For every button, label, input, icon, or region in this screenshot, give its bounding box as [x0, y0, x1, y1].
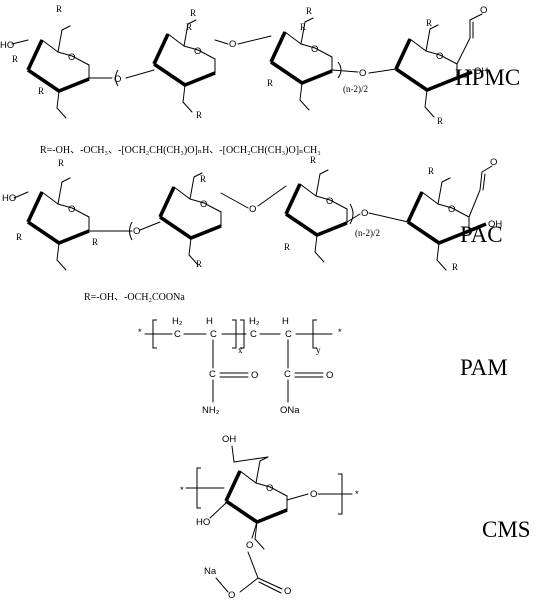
pac-structure: O O O O O O O (n-2)/2 HO O OH R R R R R …: [2, 155, 503, 303]
substituent-r: R: [437, 116, 443, 126]
sodium-counterion: Na: [204, 566, 217, 577]
ring-oxygen: O: [311, 44, 318, 55]
carbonyl-oxygen: O: [251, 370, 258, 381]
pac-substituent-definition: R=-OH、-OCH₂COONa: [84, 292, 185, 303]
repeat-index: (n-2)/2: [355, 228, 380, 238]
substituent-r: R: [186, 22, 192, 32]
carbon-atom: C: [210, 329, 217, 340]
cms-structure: O * O * OH HO O O O Na CMS: [180, 434, 531, 601]
substituent-r: R: [16, 232, 22, 242]
ring-oxygen: O: [448, 204, 455, 215]
end-star: *: [180, 485, 184, 496]
substituent-r: R: [267, 78, 273, 88]
glycosidic-oxygen: O: [361, 208, 368, 219]
methylene-hydrogen: H₂: [172, 316, 183, 327]
end-hydroxyl: HO: [0, 40, 14, 51]
substituent-r: R: [190, 8, 196, 18]
hpmc-structure: O O O O O O O (n-2)/2 HO O OH R R R R R …: [0, 4, 520, 156]
substituent-r: R: [306, 6, 312, 16]
carboxylate-oxygen: O: [228, 590, 235, 601]
carbon-atom: C: [284, 369, 291, 380]
ring-oxygen: O: [68, 52, 75, 63]
repeat-index: (n-2)/2: [343, 84, 368, 94]
methine-hydrogen: H: [206, 316, 213, 327]
carbon-atom: C: [285, 329, 292, 340]
end-hydroxyl: HO: [2, 193, 16, 204]
secondary-hydroxyl: HO: [196, 517, 210, 528]
ether-oxygen: O: [246, 540, 253, 551]
pam-structure: * * x y H₂ C H₂ C H C H C C O NH₂ C: [138, 316, 508, 416]
substituent-r: R: [300, 22, 306, 32]
methine-hydrogen: H: [282, 316, 289, 327]
glycosidic-oxygen: O: [114, 74, 121, 85]
substituent-r: R: [56, 4, 62, 14]
amide-group: NH₂: [202, 405, 220, 416]
ring-oxygen: O: [68, 204, 75, 215]
ring-oxygen: O: [436, 51, 443, 62]
methylene-hydrogen: H₂: [249, 316, 260, 327]
substituent-r: R: [196, 110, 202, 120]
substituent-r: R: [452, 262, 458, 272]
carbon-atom: C: [250, 329, 257, 340]
polymer-name-pac: PAC: [460, 222, 503, 247]
ring-oxygen: O: [266, 483, 273, 494]
glycosidic-oxygen: O: [310, 489, 317, 500]
carbon-atom: C: [209, 369, 216, 380]
glycosidic-oxygen: O: [249, 204, 256, 215]
carbonyl-oxygen: O: [326, 370, 333, 381]
substituent-r: R: [310, 155, 316, 165]
terminal-hydroxyl: OH: [488, 219, 502, 230]
primary-hydroxyl: OH: [222, 434, 236, 445]
substituent-r: R: [38, 86, 44, 96]
end-star: *: [338, 327, 342, 338]
hpmc-substituent-definition: R=-OH、-OCH₃、-[OCH₂CH(CH₃)O]ₙH、-[OCH₂CH(C…: [40, 145, 321, 156]
carbon-atom: C: [174, 329, 181, 340]
substituent-r: R: [426, 18, 432, 28]
carbonyl-oxygen: O: [284, 586, 291, 597]
ring-oxygen: O: [326, 196, 333, 207]
end-star: *: [355, 489, 359, 500]
sodium-carboxylate: ONa: [280, 405, 300, 416]
glycosidic-oxygen: O: [229, 39, 236, 50]
polymer-name-hpmc: HPMC: [455, 65, 520, 90]
repeat-y: y: [316, 345, 321, 355]
glycosidic-oxygen: O: [133, 226, 140, 237]
aldehyde-oxygen: O: [480, 5, 487, 16]
substituent-r: R: [428, 166, 434, 176]
ring-oxygen: O: [194, 46, 201, 57]
substituent-r: R: [196, 259, 202, 269]
terminal-hydroxyl: OH: [474, 66, 488, 77]
end-star: *: [138, 327, 142, 338]
glycosidic-oxygen: O: [359, 68, 366, 79]
repeat-x: x: [238, 345, 243, 355]
polymer-name-pam: PAM: [460, 355, 508, 380]
substituent-r: R: [12, 54, 18, 64]
substituent-r: R: [92, 237, 98, 247]
ring-oxygen: O: [200, 199, 207, 210]
polymer-name-cms: CMS: [482, 517, 531, 542]
aldehyde-oxygen: O: [490, 157, 497, 168]
substituent-r: R: [284, 242, 290, 252]
substituent-r: R: [58, 158, 64, 168]
substituent-r: R: [200, 174, 206, 184]
